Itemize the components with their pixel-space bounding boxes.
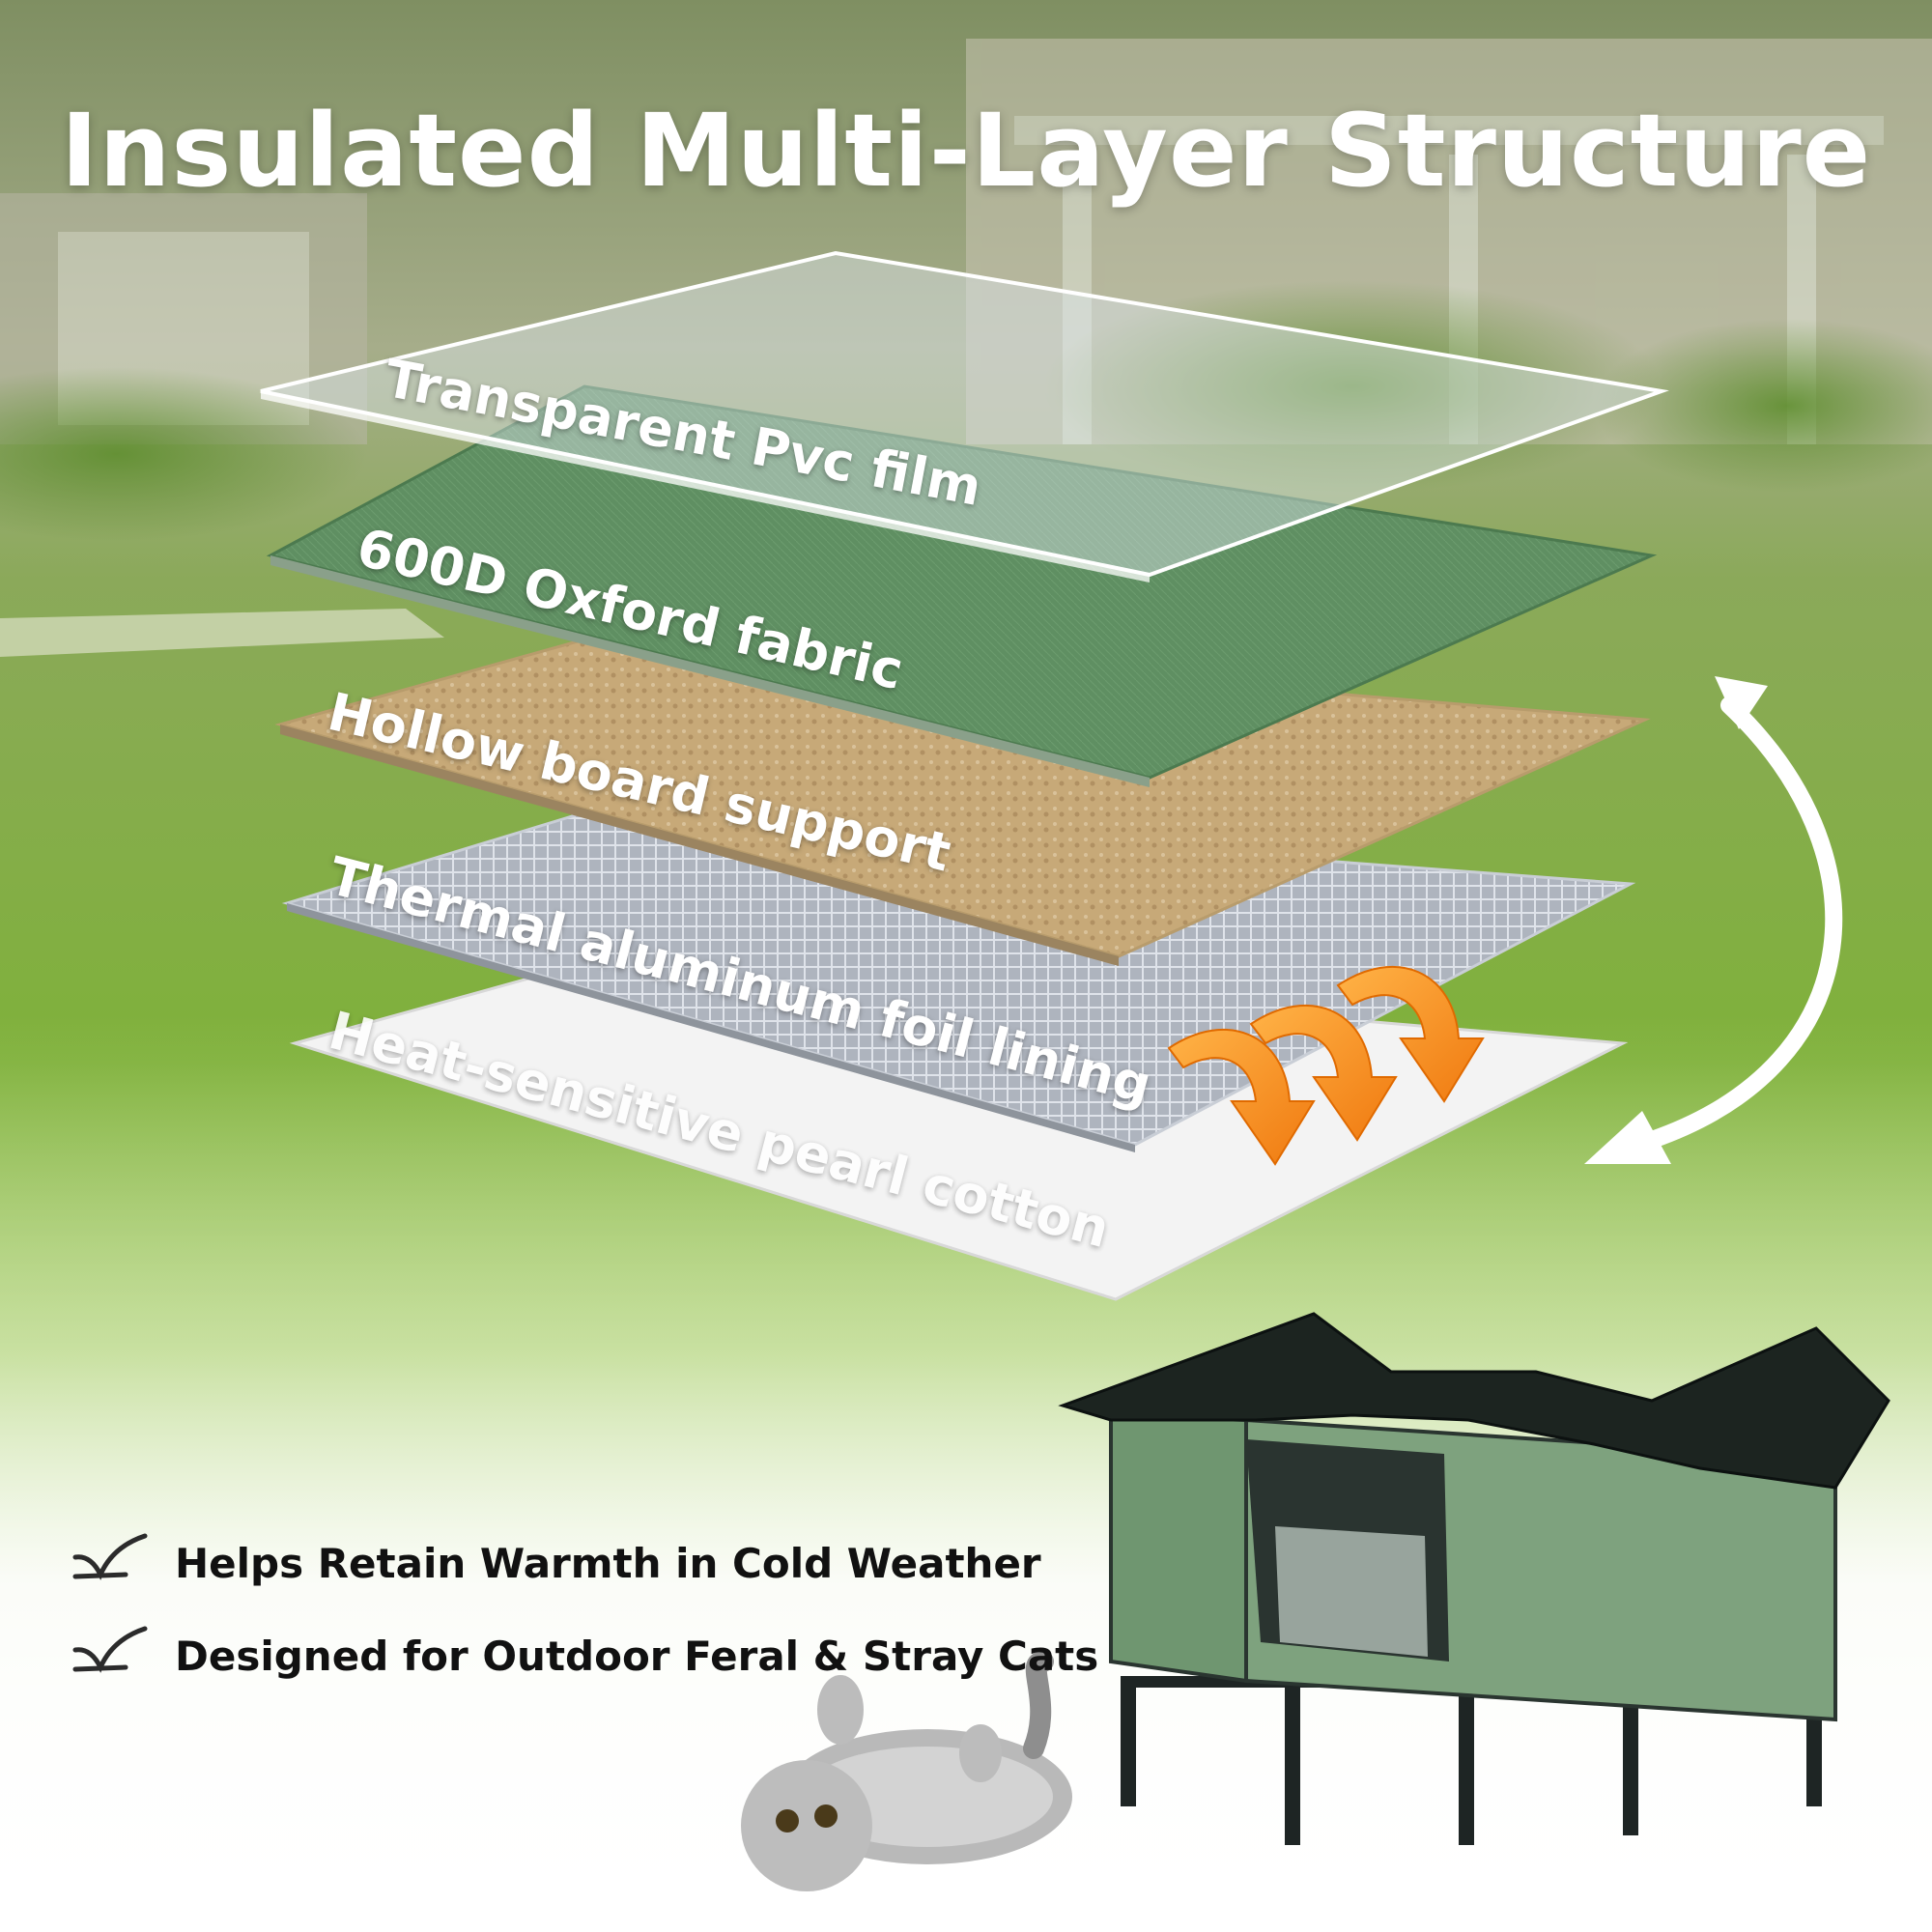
feature-item: Designed for Outdoor Feral & Stray Cats	[72, 1609, 1098, 1702]
page-title: Insulated Multi-Layer Structure	[60, 92, 1872, 210]
check-icon	[72, 1533, 148, 1580]
lawn-path	[0, 609, 444, 657]
kitten-image	[741, 1651, 1072, 1891]
heat-arrow-icon	[1249, 1004, 1398, 1142]
feature-text: Helps Retain Warmth in Cold Weather	[175, 1539, 1041, 1587]
feature-text: Designed for Outdoor Feral & Stray Cats	[175, 1632, 1099, 1680]
cat-house-image	[1058, 1312, 1890, 1845]
heat-arrow-icon	[1167, 1028, 1316, 1166]
feature-item: Helps Retain Warmth in Cold Weather	[72, 1517, 1098, 1609]
check-icon	[72, 1626, 148, 1673]
heat-arrows	[1167, 965, 1485, 1166]
layer-aluminum-foil	[281, 805, 1636, 1147]
feature-list: Helps Retain Warmth in Cold Weather Desi…	[72, 1517, 1098, 1702]
heat-arrow-icon	[1336, 965, 1485, 1103]
curved-double-arrow-icon	[1584, 676, 1843, 1164]
